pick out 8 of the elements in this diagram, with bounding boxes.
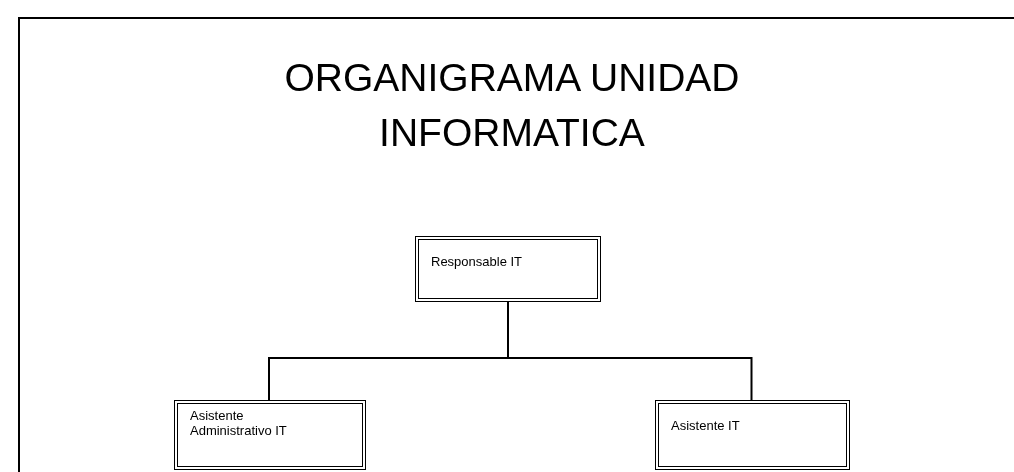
- connector-line: [507, 301, 753, 401]
- position-title: Responsable IT: [431, 254, 524, 269]
- position-title: Asistente Administrativo IT: [190, 408, 288, 438]
- position-box: [415, 236, 601, 302]
- position-box: [655, 400, 850, 470]
- position-title: Asistente IT: [671, 418, 741, 433]
- diagram-title: ORGANIGRAMA UNIDAD INFORMATICA: [283, 55, 741, 156]
- position-box: [174, 400, 366, 470]
